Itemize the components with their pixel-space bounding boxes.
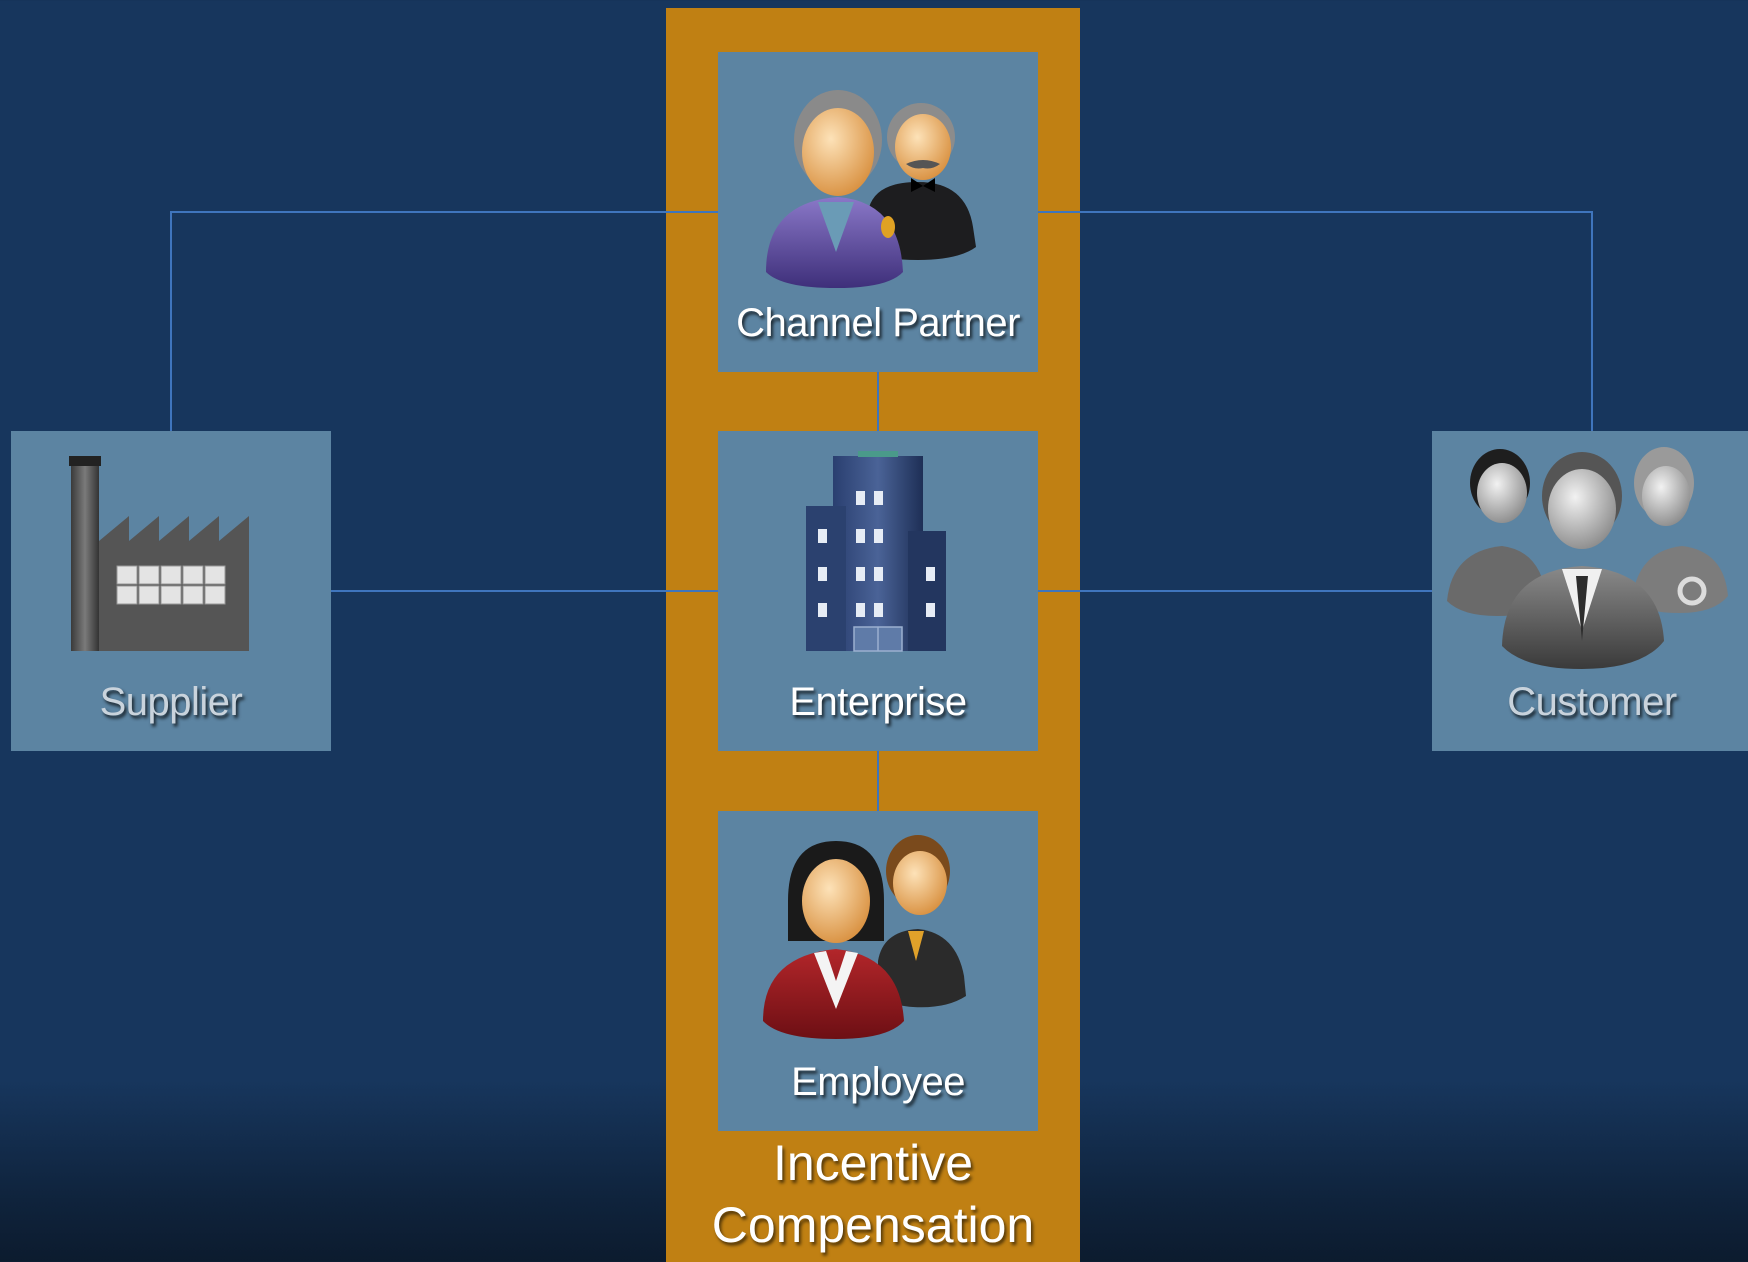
enterprise-node[interactable]: Enterprise (718, 431, 1038, 751)
customer-node[interactable]: Customer (1432, 431, 1748, 751)
connector-partner-enterprise (877, 370, 879, 432)
customers-group-icon (1447, 447, 1728, 669)
channel-partner-label: Channel Partner (736, 301, 1020, 345)
supplier-label: Supplier (99, 680, 243, 724)
connector-top-left-vertical (170, 211, 172, 431)
factory-icon (69, 456, 249, 651)
band-title-line2: Compensation (711, 1197, 1035, 1253)
supplier-node[interactable]: Supplier (11, 431, 331, 751)
employee-node[interactable]: Employee (718, 811, 1038, 1131)
business-partners-icon (766, 90, 976, 288)
employees-icon (763, 835, 966, 1039)
band-title-line1: Incentive (772, 1135, 974, 1191)
connector-enterprise-employee (877, 750, 879, 812)
customer-label: Customer (1507, 680, 1677, 724)
enterprise-label: Enterprise (789, 680, 967, 724)
employee-label: Employee (791, 1060, 965, 1104)
office-building-icon (806, 451, 946, 652)
connector-top-right-vertical (1591, 211, 1593, 431)
channel-partner-node[interactable]: Channel Partner (718, 52, 1038, 372)
